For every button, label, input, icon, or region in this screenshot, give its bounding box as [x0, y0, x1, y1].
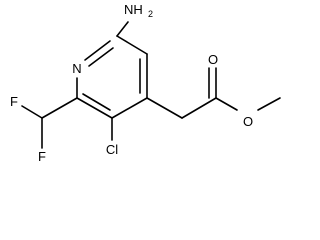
bond-n-c6 — [84, 40, 111, 61]
bond-c4-ch2 — [146, 97, 183, 119]
structure-diagram: NH 2 N F F Cl O O — [10, 2, 281, 164]
atom-label-n: N — [72, 61, 81, 76]
bond-c6-c5 — [116, 35, 148, 55]
bond-carbonyl-oester — [215, 97, 238, 111]
bond-c4-c3 — [111, 97, 148, 119]
atom-label-f-top: F — [10, 94, 18, 109]
atom-label-f-bottom: F — [38, 149, 46, 164]
atom-label-o-ester: O — [243, 114, 253, 129]
molecule-drawing: NH 2 N F F Cl O O — [10, 2, 281, 164]
bond-n-c6-inner — [88, 47, 114, 67]
atom-label-o-carbonyl: O — [208, 52, 218, 67]
bond-c3-c2-inner — [82, 93, 111, 111]
bond-c2-chf2 — [41, 97, 78, 119]
bond-ch2-carbonyl — [181, 97, 217, 119]
bond-chf2-f-top — [21, 105, 43, 119]
atom-label-nh2-subscript: 2 — [148, 9, 153, 19]
atom-label-cl: Cl — [106, 142, 118, 157]
atom-label-nh2: NH — [124, 2, 143, 17]
bond-c6-nh2 — [116, 21, 129, 37]
bond-oester-methyl — [257, 97, 281, 111]
bond-c3-c2 — [76, 97, 113, 119]
